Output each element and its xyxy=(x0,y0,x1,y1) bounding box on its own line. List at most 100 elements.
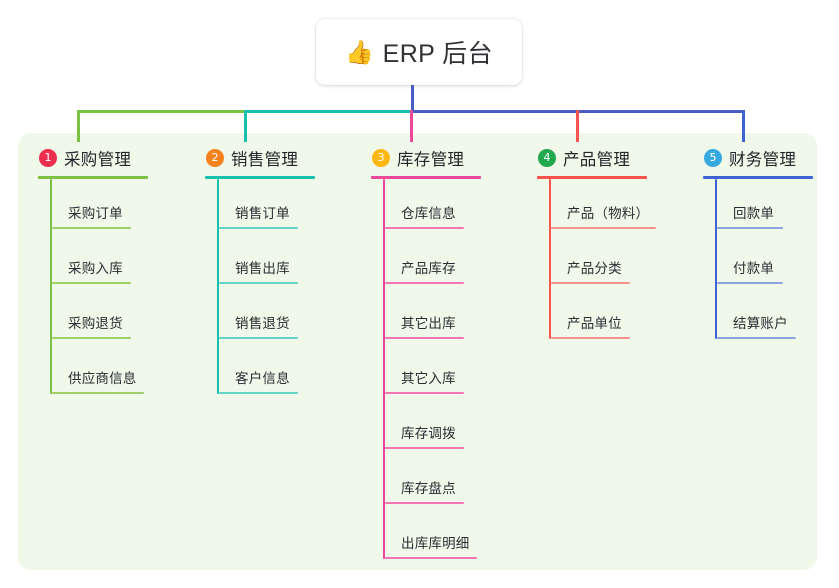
leaf-item-label: 产品库存 xyxy=(401,261,456,276)
leaf-list: 仓库信息产品库存其它出库其它入库库存调拨库存盘点出库库明细 xyxy=(383,179,481,564)
leaf-item-label: 付款单 xyxy=(733,261,775,276)
branch-title: 产品管理 xyxy=(563,151,631,169)
leaf-list: 产品（物料） 产品分类产品单位 xyxy=(549,179,657,344)
bus-segment-green xyxy=(77,110,247,113)
branch-number-badge: 1 xyxy=(39,149,57,167)
leaf-item-label: 结算账户 xyxy=(733,316,788,331)
branch-title: 销售管理 xyxy=(231,151,299,169)
leaf-item-label: 客户信息 xyxy=(235,371,290,386)
branch-stub-2 xyxy=(244,110,247,142)
leaf-item[interactable]: 采购入库 xyxy=(50,234,148,289)
branch-header-rule xyxy=(537,176,647,179)
leaf-item-rule xyxy=(219,282,298,284)
branch-title: 库存管理 xyxy=(397,151,465,169)
leaf-item-rule xyxy=(52,282,131,284)
branch-column-3: 3 库存管理仓库信息产品库存其它出库其它入库库存调拨库存盘点出库库明细 xyxy=(371,146,481,564)
leaf-item-label: 采购入库 xyxy=(68,261,123,276)
leaf-item[interactable]: 其它出库 xyxy=(383,289,481,344)
leaf-item-label: 产品单位 xyxy=(567,316,622,331)
trunk-connector xyxy=(411,85,414,113)
leaf-item-rule xyxy=(551,337,630,339)
leaf-item-label: 产品（物料） xyxy=(567,206,650,221)
branch-title: 财务管理 xyxy=(729,151,797,169)
branch-stub-5 xyxy=(742,110,745,142)
branch-column-1: 1 采购管理采购订单采购入库采购退货供应商信息 xyxy=(38,146,148,399)
branch-header-rule xyxy=(205,176,315,179)
leaf-item-rule xyxy=(52,392,144,394)
leaf-item-label: 其它出库 xyxy=(401,316,456,331)
branch-title: 采购管理 xyxy=(64,151,132,169)
leaf-item-rule xyxy=(385,392,464,394)
leaf-item[interactable]: 结算账户 xyxy=(715,289,813,344)
leaf-item-label: 采购订单 xyxy=(68,206,123,221)
leaf-list: 回款单付款单结算账户 xyxy=(715,179,813,344)
leaf-item-label: 销售退货 xyxy=(235,316,290,331)
leaf-item-rule xyxy=(52,337,131,339)
leaf-spine xyxy=(549,179,551,339)
leaf-item-rule xyxy=(717,337,796,339)
leaf-item-rule xyxy=(219,227,298,229)
root-node-label: ERP 后台 xyxy=(382,40,493,68)
branch-header-1[interactable]: 1 采购管理 xyxy=(38,146,148,170)
branch-stub-3 xyxy=(410,110,413,142)
leaf-item[interactable]: 采购订单 xyxy=(50,179,148,234)
leaf-item-rule xyxy=(385,227,464,229)
leaf-item-label: 其它入库 xyxy=(401,371,456,386)
leaf-item[interactable]: 库存调拨 xyxy=(383,399,481,454)
leaf-item[interactable]: 库存盘点 xyxy=(383,454,481,509)
leaf-item-label: 库存盘点 xyxy=(401,481,456,496)
leaf-list: 采购订单采购入库采购退货供应商信息 xyxy=(50,179,148,399)
leaf-item-label: 出库库明细 xyxy=(401,536,470,551)
leaf-item-rule xyxy=(385,282,464,284)
leaf-item[interactable]: 销售订单 xyxy=(217,179,315,234)
leaf-item[interactable]: 产品单位 xyxy=(549,289,647,344)
leaf-item[interactable]: 客户信息 xyxy=(217,344,315,399)
branch-stub-1 xyxy=(77,110,80,142)
leaf-item[interactable]: 回款单 xyxy=(715,179,813,234)
leaf-item-rule xyxy=(717,282,783,284)
diagram-background-panel xyxy=(18,133,817,570)
leaf-item[interactable]: 产品分类 xyxy=(549,234,647,289)
leaf-item[interactable]: 销售退货 xyxy=(217,289,315,344)
leaf-item[interactable]: 采购退货 xyxy=(50,289,148,344)
leaf-item[interactable]: 仓库信息 xyxy=(383,179,481,234)
branch-number-badge: 4 xyxy=(538,149,556,167)
leaf-spine xyxy=(217,179,219,394)
leaf-item-rule xyxy=(219,392,298,394)
branch-header-rule xyxy=(703,176,813,179)
leaf-item[interactable]: 付款单 xyxy=(715,234,813,289)
branch-number-badge: 3 xyxy=(372,149,390,167)
thumbs-up-icon: 👍 xyxy=(345,38,374,65)
leaf-spine xyxy=(715,179,717,339)
leaf-item[interactable]: 产品（物料） xyxy=(549,179,657,234)
leaf-item-label: 销售出库 xyxy=(235,261,290,276)
leaf-spine xyxy=(50,179,52,394)
branch-header-4[interactable]: 4 产品管理 xyxy=(537,146,647,170)
leaf-item-rule xyxy=(385,447,464,449)
leaf-item-rule xyxy=(551,227,657,229)
root-node-erp-backend[interactable]: 👍 ERP 后台 xyxy=(316,19,522,85)
bus-segment-teal xyxy=(244,110,413,113)
branch-header-rule xyxy=(38,176,148,179)
branch-header-3[interactable]: 3 库存管理 xyxy=(371,146,481,170)
leaf-item[interactable]: 出库库明细 xyxy=(383,509,481,564)
leaf-item[interactable]: 供应商信息 xyxy=(50,344,148,399)
leaf-item-label: 产品分类 xyxy=(567,261,622,276)
branch-header-rule xyxy=(371,176,481,179)
leaf-item-rule xyxy=(385,557,477,559)
leaf-item-label: 销售订单 xyxy=(235,206,290,221)
branch-column-4: 4 产品管理产品（物料） 产品分类产品单位 xyxy=(537,146,657,344)
leaf-item[interactable]: 其它入库 xyxy=(383,344,481,399)
leaf-item-rule xyxy=(52,227,131,229)
leaf-item-rule xyxy=(219,337,298,339)
branch-stub-4 xyxy=(576,110,579,142)
leaf-item[interactable]: 产品库存 xyxy=(383,234,481,289)
leaf-list: 销售订单销售出库销售退货客户信息 xyxy=(217,179,315,399)
leaf-item-label: 回款单 xyxy=(733,206,775,221)
leaf-item[interactable]: 销售出库 xyxy=(217,234,315,289)
